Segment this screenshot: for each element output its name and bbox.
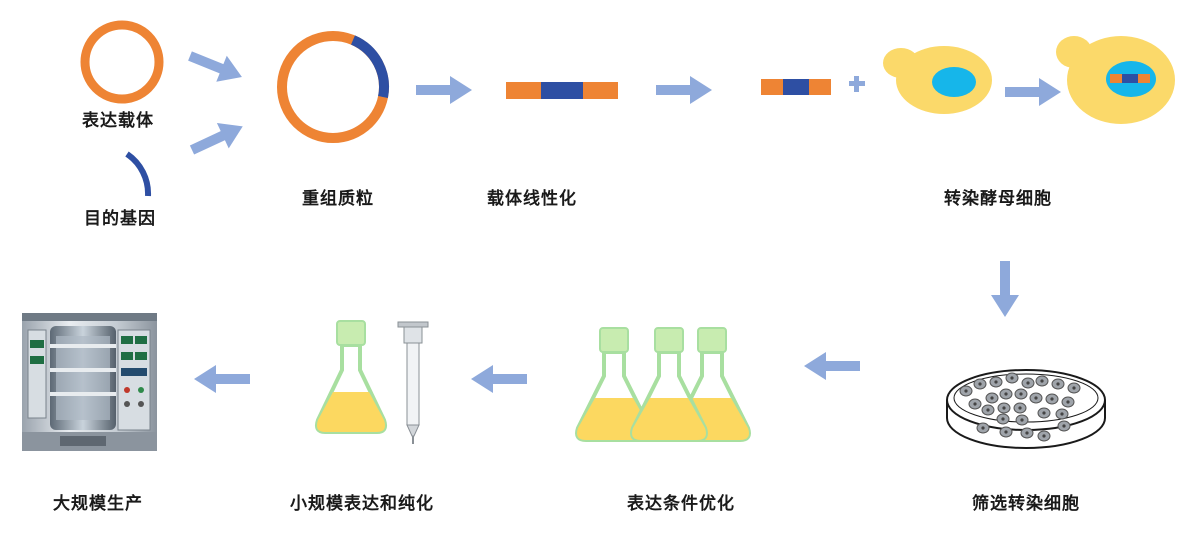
colony-center: [990, 396, 994, 400]
small-scale-flask-icon: [314, 320, 388, 434]
arrow-yeast-to-transformed: [1005, 78, 1061, 106]
label-condition-optimization: 表达条件优化: [627, 494, 735, 514]
colony-center: [1004, 430, 1008, 434]
colony-center: [1062, 424, 1066, 428]
label-yeast-transformation: 转染酵母细胞: [944, 189, 1052, 209]
flask-group-icon: [575, 327, 751, 442]
colony-center: [973, 402, 977, 406]
arrow-screen-to-optimize: [804, 352, 860, 380]
colony-center: [1026, 381, 1030, 385]
expression-vector-icon: [80, 20, 164, 104]
colony-center: [1066, 400, 1070, 404]
colony-center: [964, 389, 968, 393]
transformed-yeast-icon: [1056, 36, 1175, 124]
colony-center: [1010, 376, 1014, 380]
linear-fragment-icon: [761, 79, 831, 95]
colony-center: [1025, 431, 1029, 435]
colony-center: [1042, 411, 1046, 415]
label-screen-transfected: 筛选转染细胞: [972, 494, 1080, 514]
label-target-gene: 目的基因: [84, 209, 156, 229]
colony-center: [1072, 386, 1076, 390]
colony-center: [1004, 392, 1008, 396]
colony-center: [986, 408, 990, 412]
colony-center: [1042, 434, 1046, 438]
colony-center: [981, 426, 985, 430]
label-large-scale: 大规模生产: [53, 494, 143, 514]
colony-center: [1019, 392, 1023, 396]
recombinant-plasmid-icon: [277, 31, 389, 143]
label-expression-vector: 表达载体: [82, 111, 154, 131]
arrow-linear-to-transform: [656, 76, 712, 104]
arrow-plasmid-to-linear: [416, 76, 472, 104]
arrow-optimize-to-small: [471, 365, 527, 393]
bioreactor-icon: [22, 313, 157, 451]
colony-center: [1034, 396, 1038, 400]
arrow-transform-to-screen: [991, 261, 1019, 317]
colony-center: [1050, 397, 1054, 401]
colony-center: [1040, 379, 1044, 383]
linear-vector-icon: [506, 82, 618, 99]
colony-center: [1060, 412, 1064, 416]
label-small-scale: 小规模表达和纯化: [290, 494, 434, 514]
colony-center: [994, 380, 998, 384]
petri-dish-icon: [946, 369, 1106, 449]
colony-center: [1018, 406, 1022, 410]
arrow-small-to-large: [194, 365, 250, 393]
plus-icon: [849, 76, 865, 92]
colony-center: [1001, 417, 1005, 421]
colony-center: [978, 382, 982, 386]
colony-center: [1056, 382, 1060, 386]
colony-center: [1002, 406, 1006, 410]
label-recombinant-plasmid: 重组质粒: [302, 189, 374, 209]
purification-column-icon: [397, 321, 429, 444]
label-vector-linearization: 载体线性化: [487, 189, 577, 209]
colony-center: [1020, 418, 1024, 422]
arrow-vector-to-plasmid: [184, 43, 248, 90]
arrow-gene-to-plasmid: [186, 113, 249, 163]
yeast-cell-icon: [883, 46, 992, 114]
target-gene-icon: [125, 151, 152, 197]
